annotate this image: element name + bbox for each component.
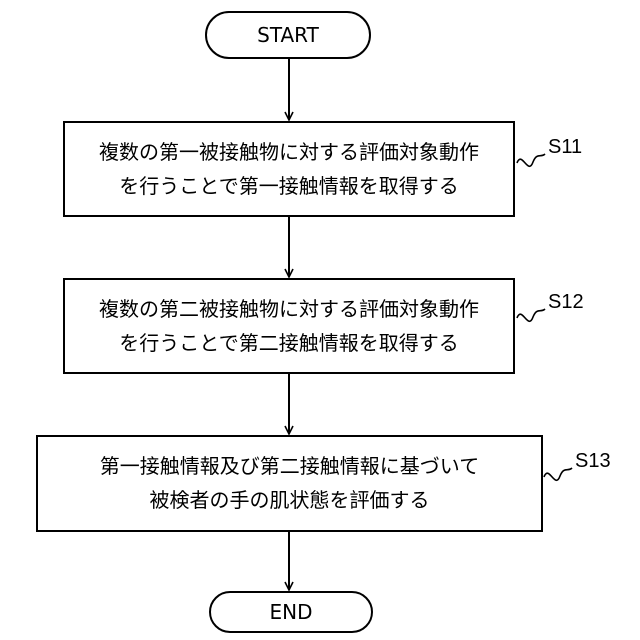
leader-s11 bbox=[517, 154, 545, 166]
start-label: START bbox=[206, 23, 370, 47]
step-tag-s11: S11 bbox=[548, 136, 582, 158]
step-tag-s13: S13 bbox=[575, 450, 611, 472]
step-tag-s12: S12 bbox=[548, 291, 584, 313]
process-text-s12: 複数の第二被接触物に対する評価対象動作 を行うことで第二接触情報を取得する bbox=[64, 292, 514, 360]
process-text-s13: 第一接触情報及び第二接触情報に基づいて 被検者の手の肌状態を評価する bbox=[37, 449, 542, 517]
leader-s13 bbox=[544, 468, 572, 480]
end-label: END bbox=[210, 600, 372, 624]
leader-s12 bbox=[517, 309, 545, 321]
process-text-s11: 複数の第一被接触物に対する評価対象動作 を行うことで第一接触情報を取得する bbox=[64, 135, 514, 203]
